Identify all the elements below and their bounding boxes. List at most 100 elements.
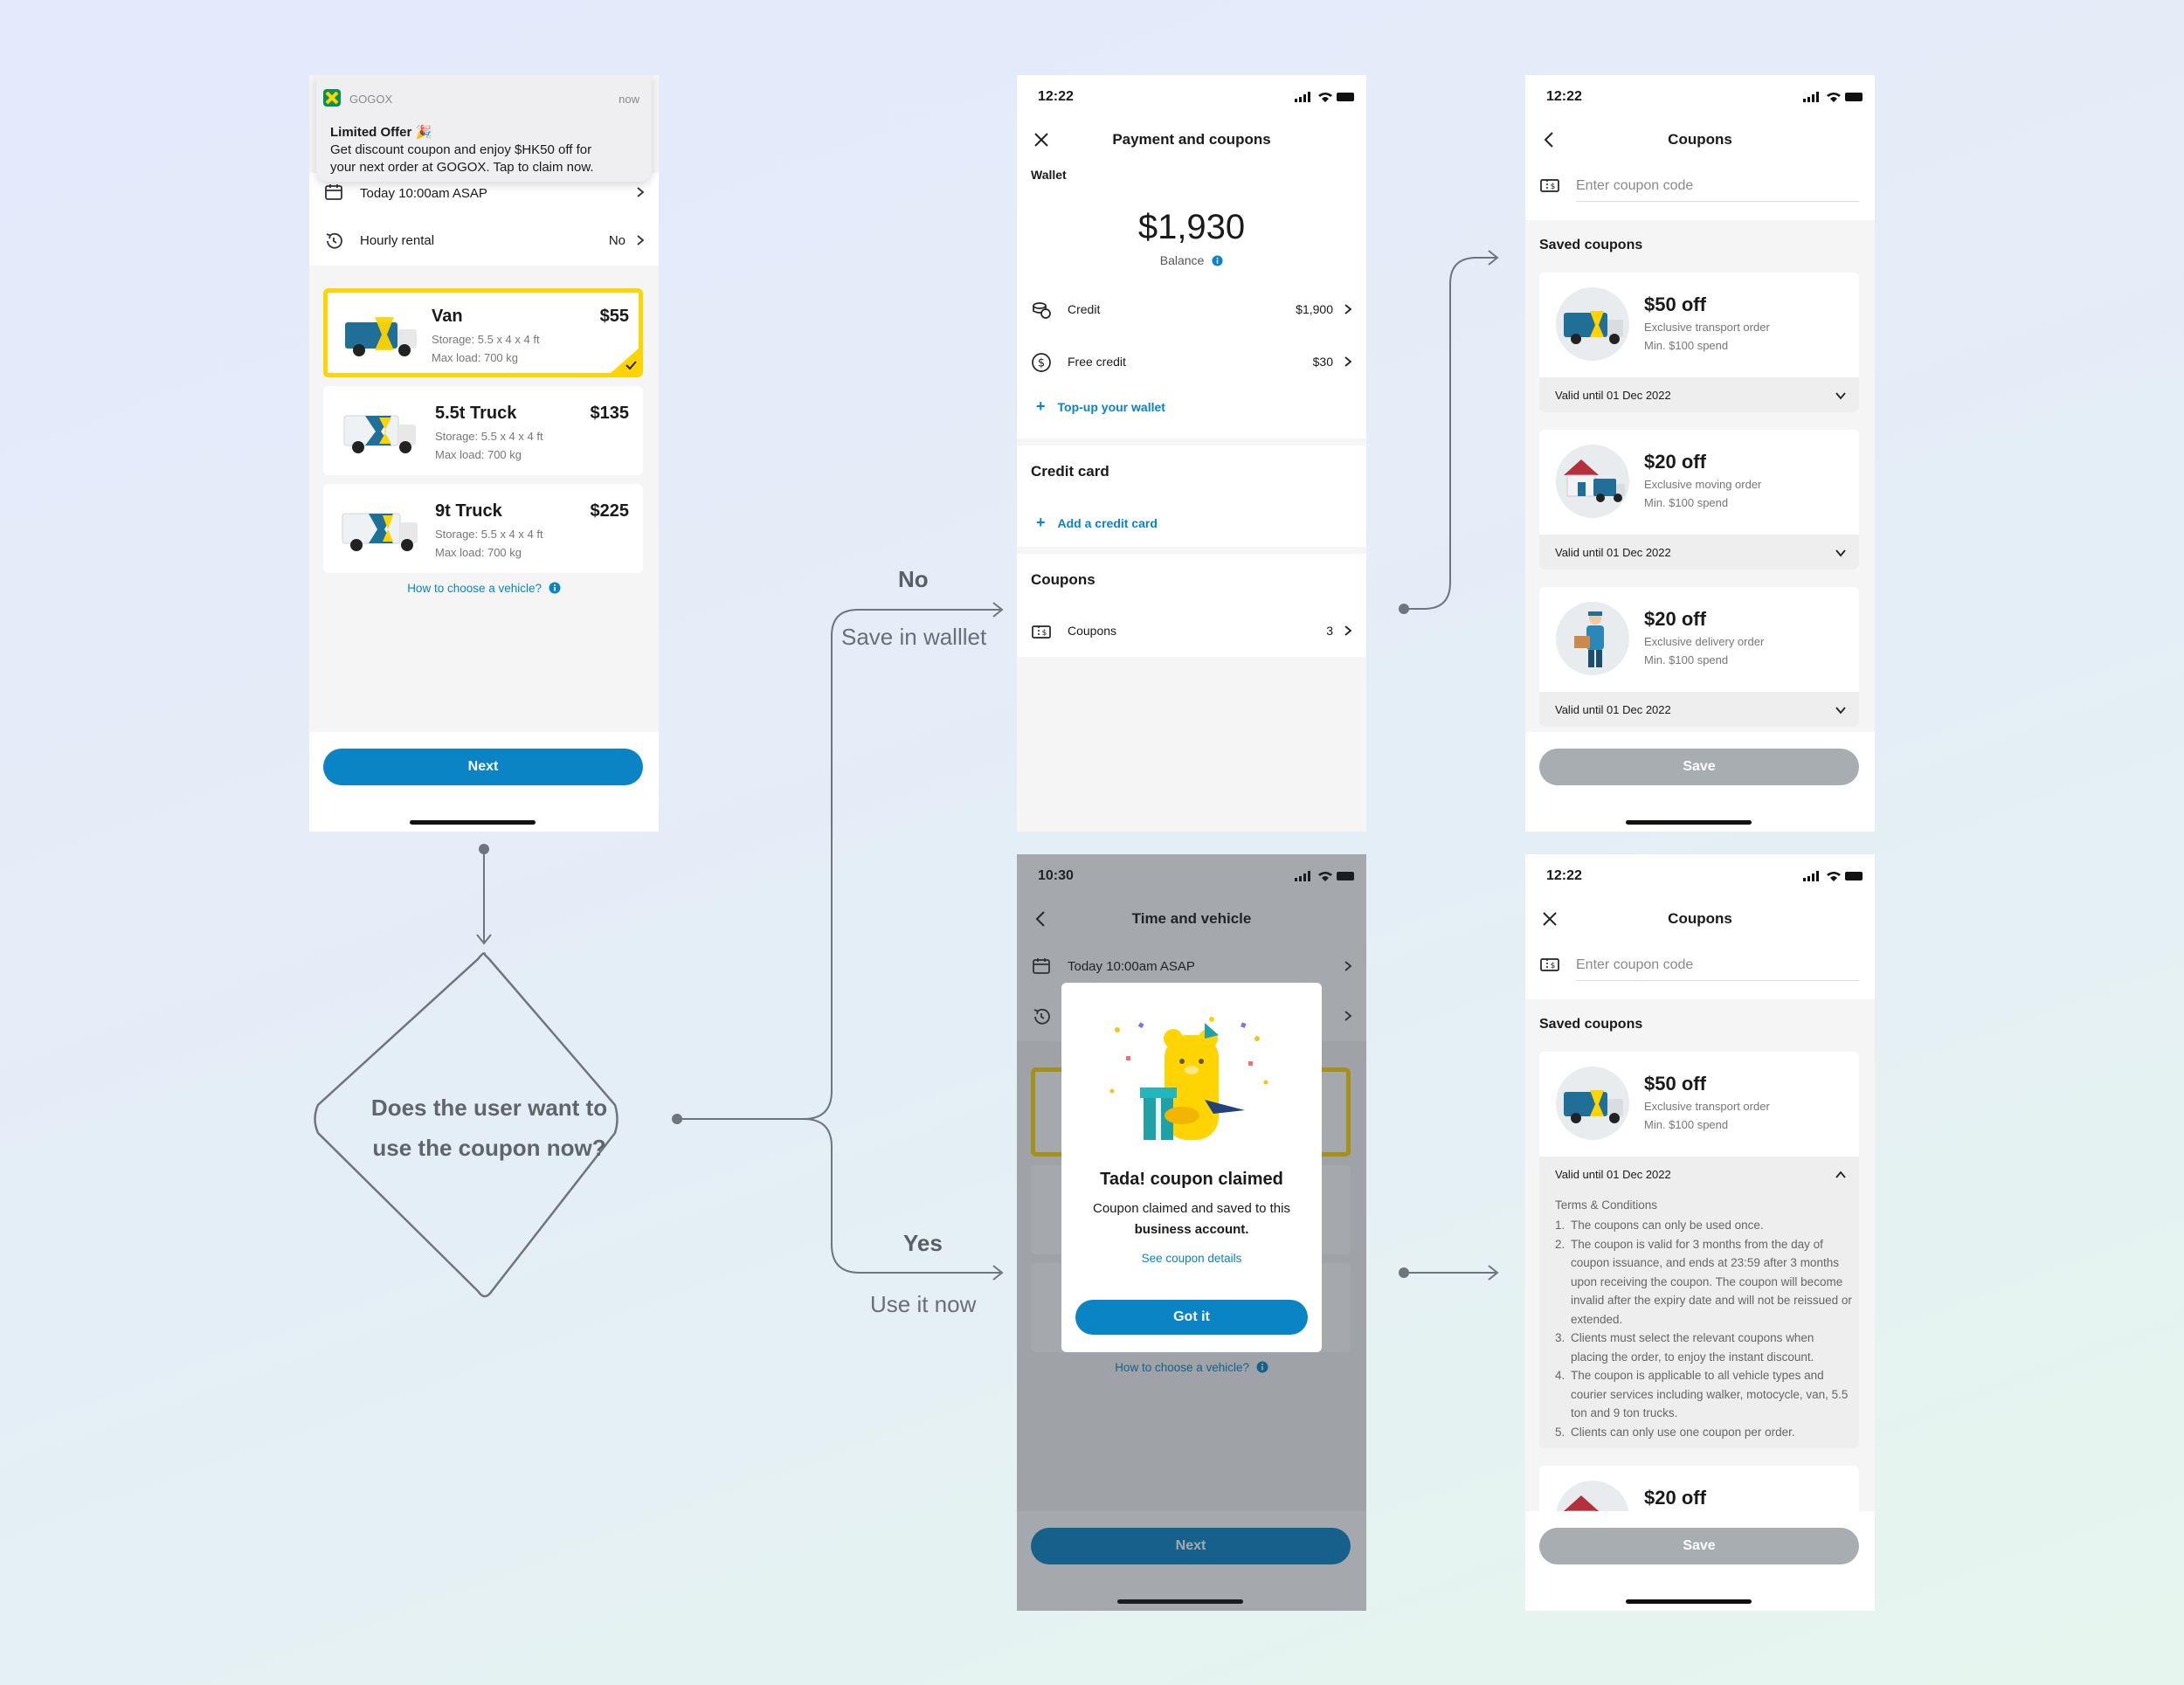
no-label: No	[898, 566, 929, 592]
screen-vehicle-select: Today 10:00am ASAP Hourly rental No Van …	[309, 75, 659, 832]
credit-row[interactable]: Credit $1,900	[1017, 285, 1366, 335]
balance-amount: $1,930	[1137, 208, 1246, 246]
coupon-validity-bar[interactable]: Valid until 01 Dec 2022	[1539, 535, 1859, 570]
info-icon	[1256, 1361, 1268, 1373]
coupon-amount: $20 off	[1644, 1487, 1706, 1509]
coupon-code-input[interactable]: Enter coupon code	[1576, 954, 1859, 981]
terms-list: 1.The coupons can only be used once. 2.T…	[1555, 1216, 1852, 1441]
push-notification[interactable]: GOGOX now Limited Offer 🎉 Get discount c…	[316, 75, 652, 182]
screen-coupons-expanded: 12:22 Coupons $ Enter coupon code Saved …	[1525, 854, 1875, 1611]
yes-label: Yes	[903, 1230, 943, 1256]
vehicle-load: Max load: 700 kg	[432, 351, 519, 364]
moving-house-icon	[1556, 445, 1629, 518]
notification-body-line-2: your next order at GOGOX. Tap to claim n…	[330, 160, 594, 175]
vehicle-price: $225	[590, 501, 630, 521]
back-chevron-icon[interactable]	[1031, 908, 1052, 929]
coupon-min-spend: Min. $100 spend	[1644, 496, 1729, 509]
see-coupon-details-link[interactable]: See coupon details	[1141, 1252, 1242, 1265]
header: Payment and coupons	[1017, 114, 1366, 164]
wallet-label: Wallet	[1031, 168, 1067, 182]
terms-item: 2.The coupon is valid for 3 months from …	[1555, 1237, 1852, 1326]
coupon-validity-bar[interactable]: Valid until 01 Dec 2022	[1539, 692, 1859, 727]
coupons-panel: Coupons $ Coupons 3	[1017, 554, 1366, 657]
topup-wallet-link[interactable]: +Top-up your wallet	[1036, 397, 1165, 416]
coupon-card-expanded[interactable]: $50 off Exclusive transport order Min. $…	[1539, 1052, 1859, 1448]
credit-label: Credit	[1068, 302, 1101, 316]
chevron-right-icon	[637, 187, 645, 197]
coupon-min-spend: Min. $100 spend	[1644, 339, 1729, 352]
status-bar: 10:30	[1017, 854, 1366, 893]
coupons-row[interactable]: $ Coupons 3	[1017, 606, 1366, 657]
next-button[interactable]: Next	[323, 749, 643, 785]
coupon-card[interactable]: $20 off	[1539, 1466, 1859, 1518]
status-bar: 12:22	[1017, 75, 1366, 114]
how-to-choose-text: How to choose a vehicle?	[1115, 1361, 1250, 1374]
coupon-card[interactable]: $20 off Exclusive moving order Min. $100…	[1539, 430, 1859, 570]
screen-payment-coupons: 12:22 Payment and coupons Wallet $1,930 …	[1017, 75, 1366, 832]
selected-check-icon	[610, 348, 639, 374]
chevron-down-icon	[1835, 392, 1846, 400]
svg-text:$: $	[1551, 183, 1556, 191]
info-icon[interactable]	[1212, 255, 1223, 266]
got-it-button[interactable]: Got it	[1075, 1300, 1308, 1335]
coupon-card[interactable]: $50 off Exclusive transport order Min. $…	[1539, 273, 1859, 412]
svg-text:$: $	[1038, 357, 1045, 370]
home-indicator	[410, 820, 536, 825]
transport-van-icon	[1556, 287, 1629, 361]
screen-time-vehicle-modal: 10:30 Time and vehicle Today 10:00am ASA…	[1017, 854, 1366, 1611]
no-sub-label: Save in walllet	[841, 624, 987, 650]
home-indicator	[1117, 1599, 1243, 1604]
decision-line-1: Does the user want to	[370, 1095, 608, 1121]
coupons-heading: Coupons	[1031, 571, 1095, 588]
chevron-up-icon[interactable]	[1835, 1169, 1847, 1181]
hourly-rental-row[interactable]: Hourly rental No	[309, 217, 659, 266]
vehicle-card-5-5t-truck[interactable]: 5.5t Truck $135 Storage: 5.5 x 4 x 4 ft …	[323, 386, 643, 475]
vehicle-price: $55	[599, 307, 629, 326]
coupon-card[interactable]: $20 off Exclusive delivery order Min. $1…	[1539, 587, 1859, 727]
coupon-description: Exclusive delivery order	[1644, 635, 1765, 648]
coupon-code-bar: $ Enter coupon code	[1525, 164, 1875, 220]
chevron-down-icon	[1835, 549, 1846, 557]
vehicle-storage: Storage: 5.5 x 4 x 4 ft	[432, 333, 540, 346]
plus-icon: +	[1036, 397, 1046, 415]
modal-title: Tada! coupon claimed	[1100, 1170, 1283, 1189]
modal-line-1: Coupon claimed and saved to this	[1093, 1201, 1290, 1216]
how-to-choose-link[interactable]: How to choose a vehicle?	[309, 582, 659, 595]
status-time: 12:22	[1546, 868, 1582, 883]
clock-history-icon	[326, 232, 342, 249]
coupons-label: Coupons	[1068, 624, 1117, 638]
notification-title: Limited Offer 🎉	[330, 125, 432, 140]
modal-line-2: business account.	[1134, 1222, 1249, 1237]
vehicle-load: Max load: 700 kg	[435, 546, 522, 559]
how-to-choose-link[interactable]: How to choose a vehicle?	[1017, 1361, 1366, 1374]
close-icon[interactable]	[1539, 908, 1560, 929]
back-chevron-icon[interactable]	[1539, 129, 1560, 150]
coupon-icon: $	[1032, 625, 1051, 639]
next-button[interactable]: Next	[1031, 1528, 1351, 1564]
status-time: 10:30	[1038, 868, 1074, 883]
vehicle-card-van[interactable]: Van $55 Storage: 5.5 x 4 x 4 ft Max load…	[323, 288, 643, 377]
coupon-validity: Valid until 01 Dec 2022	[1555, 546, 1671, 559]
chevron-right-icon	[1344, 961, 1352, 971]
status-icons	[1295, 92, 1354, 102]
coupon-code-input[interactable]: Enter coupon code	[1576, 175, 1859, 202]
coupon-amount: $50 off	[1644, 293, 1706, 315]
credit-card-panel: Credit card +Add a credit card	[1017, 445, 1366, 547]
close-icon[interactable]	[1031, 129, 1052, 150]
coupons-count: 3	[1326, 624, 1333, 638]
save-button[interactable]: Save	[1539, 749, 1859, 785]
status-icons	[1295, 871, 1354, 881]
coupon-validity[interactable]: Valid until 01 Dec 2022	[1555, 1168, 1671, 1181]
balance-label-wrap: Balance	[1017, 253, 1366, 267]
dollar-circle-icon: $	[1032, 353, 1051, 372]
vehicle-name: 5.5t Truck	[435, 404, 517, 423]
free-credit-row[interactable]: $ Free credit $30	[1017, 337, 1366, 388]
calendar-icon	[325, 184, 342, 200]
page-title: Time and vehicle	[1131, 910, 1252, 927]
vehicle-card-9t-truck[interactable]: 9t Truck $225 Storage: 5.5 x 4 x 4 ft Ma…	[323, 484, 643, 573]
coupon-min-spend: Min. $100 spend	[1644, 1118, 1729, 1131]
coupon-validity-bar[interactable]: Valid until 01 Dec 2022	[1539, 377, 1859, 412]
save-button[interactable]: Save	[1539, 1528, 1859, 1564]
add-credit-card-link[interactable]: +Add a credit card	[1036, 514, 1158, 532]
terms-item: 5.Clients can only use one coupon per or…	[1555, 1425, 1795, 1439]
